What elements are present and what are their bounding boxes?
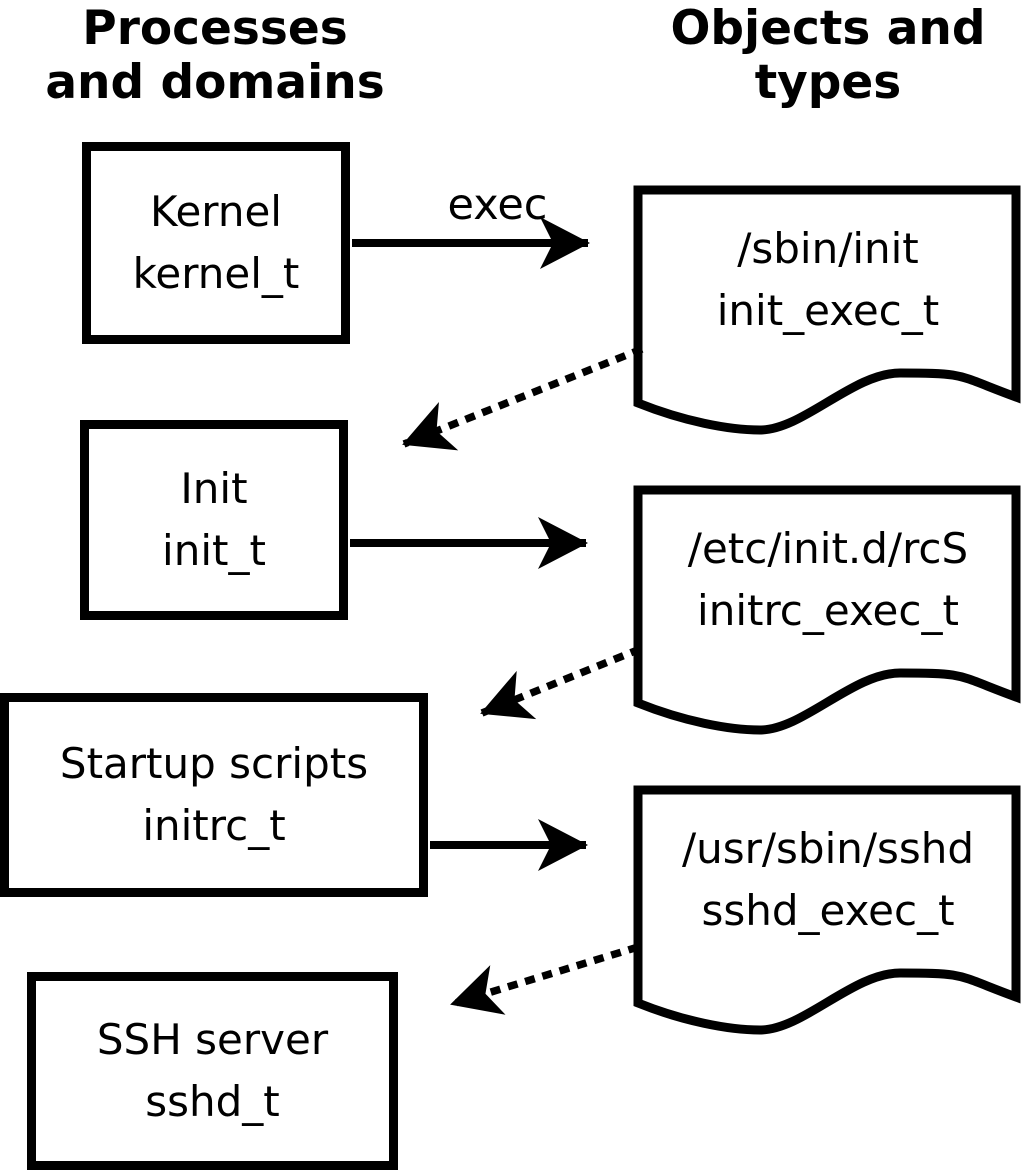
domain-type: kernel_t — [132, 249, 300, 298]
object-path: /sbin/init — [737, 224, 919, 273]
object-type: init_exec_t — [716, 286, 940, 335]
object-doc-label-etc-initd-rcs: /etc/init.d/rcS initrc_exec_t — [648, 518, 1008, 642]
column-heading-objects: Objects and types — [632, 2, 1024, 110]
transition-arrow-sshdexec-to-sshd — [450, 943, 640, 1015]
document-shape-etc-initd-rcs — [633, 485, 1021, 735]
exec-arrow-label: exec — [447, 180, 548, 230]
object-doc-label-sbin-init: /sbin/init init_exec_t — [648, 218, 1008, 342]
domain-type: initrc_t — [142, 801, 286, 850]
document-shape-usr-sbin-sshd — [633, 785, 1021, 1035]
transition-arrow-initexec-to-init — [402, 345, 644, 451]
heading-line: Objects and — [670, 1, 986, 56]
document-shape-sbin-init — [633, 185, 1021, 435]
heading-line: Processes — [82, 1, 348, 56]
heading-line: and domains — [45, 55, 385, 110]
domain-type: init_t — [162, 526, 266, 575]
object-type: initrc_exec_t — [697, 586, 959, 635]
object-doc-label-usr-sbin-sshd: /usr/sbin/sshd sshd_exec_t — [648, 818, 1008, 942]
process-box-ssh-server: SSH server sshd_t — [27, 972, 398, 1170]
process-name: Kernel — [150, 187, 282, 236]
process-box-init: Init init_t — [80, 420, 348, 620]
object-path: /etc/init.d/rcS — [687, 524, 969, 573]
heading-line: types — [754, 55, 902, 110]
transition-arrow-initrcexec-to-initrc — [480, 645, 642, 720]
process-box-kernel: Kernel kernel_t — [82, 142, 350, 344]
column-heading-processes: Processes and domains — [15, 2, 415, 110]
process-box-startup-scripts: Startup scripts initrc_t — [0, 693, 428, 897]
process-name: Init — [180, 464, 248, 513]
object-type: sshd_exec_t — [701, 886, 955, 935]
domain-type: sshd_t — [145, 1077, 280, 1126]
object-path: /usr/sbin/sshd — [681, 824, 975, 873]
process-name: Startup scripts — [59, 739, 369, 788]
process-name: SSH server — [96, 1015, 329, 1064]
